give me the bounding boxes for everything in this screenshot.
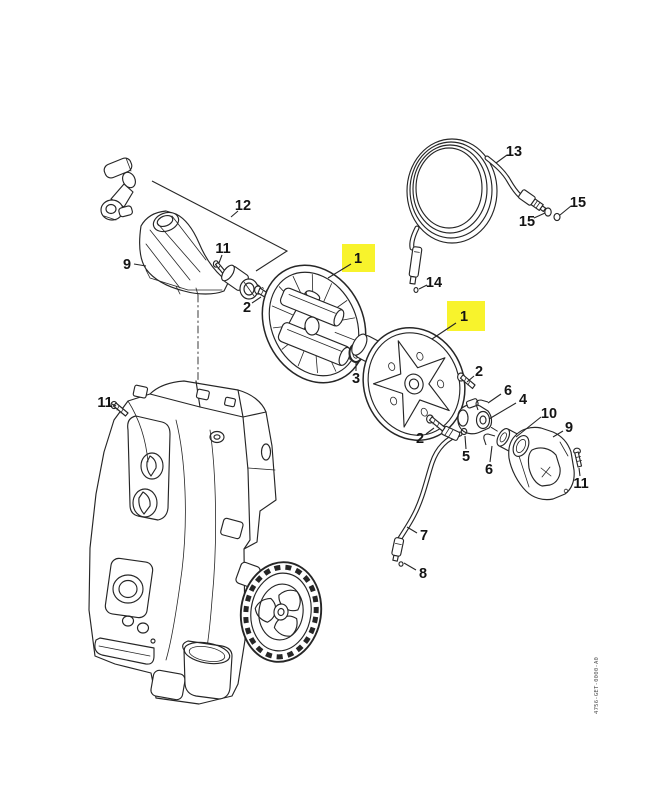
- side-port-hole: [260, 443, 272, 461]
- svg-text:12: 12: [235, 198, 251, 214]
- washer-ring-left: [544, 207, 552, 217]
- svg-text:9: 9: [565, 420, 573, 436]
- svg-text:11: 11: [573, 476, 588, 492]
- callout-8: 8: [403, 562, 427, 582]
- pressure-washer-body: [88, 380, 323, 705]
- hose-end-fitting: [408, 246, 423, 285]
- svg-text:10: 10: [541, 406, 557, 422]
- svg-text:3: 3: [352, 371, 360, 387]
- callout-1-reel-inner: 1: [327, 244, 375, 279]
- svg-text:2: 2: [475, 364, 483, 380]
- svg-text:15: 15: [570, 195, 586, 211]
- svg-text:14: 14: [426, 275, 442, 291]
- callout-2-right-top: 2: [466, 364, 483, 383]
- callout-5: 5: [462, 435, 470, 465]
- coupler-bushing: [221, 264, 259, 300]
- feed-hose-fitting: [391, 537, 405, 562]
- svg-text:8: 8: [419, 566, 427, 582]
- retainer-clip-top: [475, 399, 489, 411]
- callout-1b-label: 1: [460, 309, 468, 325]
- svg-text:2: 2: [416, 431, 424, 447]
- callout-2-right-bottom: 2: [416, 427, 435, 447]
- reel-feed-hose: [391, 431, 463, 567]
- svg-text:5: 5: [462, 449, 470, 465]
- callout-13: 13: [495, 144, 522, 164]
- svg-text:9: 9: [123, 257, 131, 273]
- svg-text:11: 11: [215, 241, 230, 257]
- reel-hub-bar-lower: [277, 322, 351, 366]
- top-latch-left: [132, 384, 149, 399]
- control-panel: [127, 415, 171, 521]
- callout-9-left: 9: [123, 257, 147, 273]
- drawing-number: 4756-GET-0000-A0: [594, 657, 600, 714]
- o-ring: [460, 427, 468, 436]
- control-knob-upper: [140, 452, 164, 480]
- reel-bracket-left: [139, 210, 229, 296]
- svg-text:7: 7: [420, 528, 428, 544]
- screw-11-right: [573, 447, 583, 468]
- callout-10: 10: [515, 406, 557, 438]
- callout-4: 4: [488, 392, 527, 420]
- svg-text:6: 6: [504, 383, 512, 399]
- retainer-clip-bottom: [483, 433, 496, 446]
- group-12-leader-line: [151, 180, 289, 272]
- accessory-basket: [182, 640, 233, 700]
- callout-1-reel-outer: 1: [431, 301, 485, 340]
- callout-6-bottom: 6: [485, 445, 493, 478]
- callout-12: 12: [230, 198, 251, 218]
- callout-1a-label: 1: [354, 251, 362, 267]
- swivel-elbow: [441, 398, 493, 441]
- callout-9-right: 9: [552, 420, 573, 438]
- svg-text:4: 4: [519, 392, 527, 408]
- hose-reel-outer: [351, 327, 466, 441]
- callout-3: 3: [352, 362, 360, 387]
- top-latch-mid: [195, 388, 210, 401]
- nipple-ring: [413, 287, 419, 293]
- reel-hub-bar-upper: [279, 287, 345, 327]
- callout-11-body: 11: [97, 395, 117, 411]
- callout-2-left: 2: [243, 296, 262, 316]
- high-pressure-hose-coil: [406, 138, 561, 293]
- callout-11-top: 11: [215, 241, 231, 264]
- hose-reel-inner: [261, 264, 367, 384]
- vent-panel: [104, 557, 154, 619]
- callout-14: 14: [418, 275, 442, 291]
- foot: [150, 669, 186, 701]
- top-screw-boss: [209, 430, 225, 444]
- highlight-box: [447, 301, 485, 331]
- callout-7: 7: [406, 526, 428, 544]
- crank-handle: [100, 157, 136, 221]
- callout-6-top: 6: [487, 383, 512, 404]
- axis-lines: [151, 180, 549, 463]
- reel-bracket-right: [508, 426, 575, 501]
- highlight-box: [342, 244, 375, 272]
- svg-text:2: 2: [243, 300, 251, 316]
- callout-15-left: 15: [519, 212, 546, 230]
- wheel: [239, 561, 323, 663]
- feed-hose-ring: [398, 561, 404, 567]
- control-knob-lower: [132, 488, 158, 518]
- svg-text:15: 15: [519, 214, 535, 230]
- svg-text:6: 6: [485, 462, 493, 478]
- side-latch: [220, 517, 244, 540]
- hose-union-fitting: [518, 189, 547, 213]
- callout-11-right: 11: [573, 467, 589, 492]
- callout-15-right: 15: [559, 195, 586, 216]
- washer-ring-right: [553, 212, 561, 222]
- screw-2-right-bottom: [426, 414, 446, 432]
- svg-text:11: 11: [97, 395, 112, 411]
- svg-text:13: 13: [506, 144, 522, 160]
